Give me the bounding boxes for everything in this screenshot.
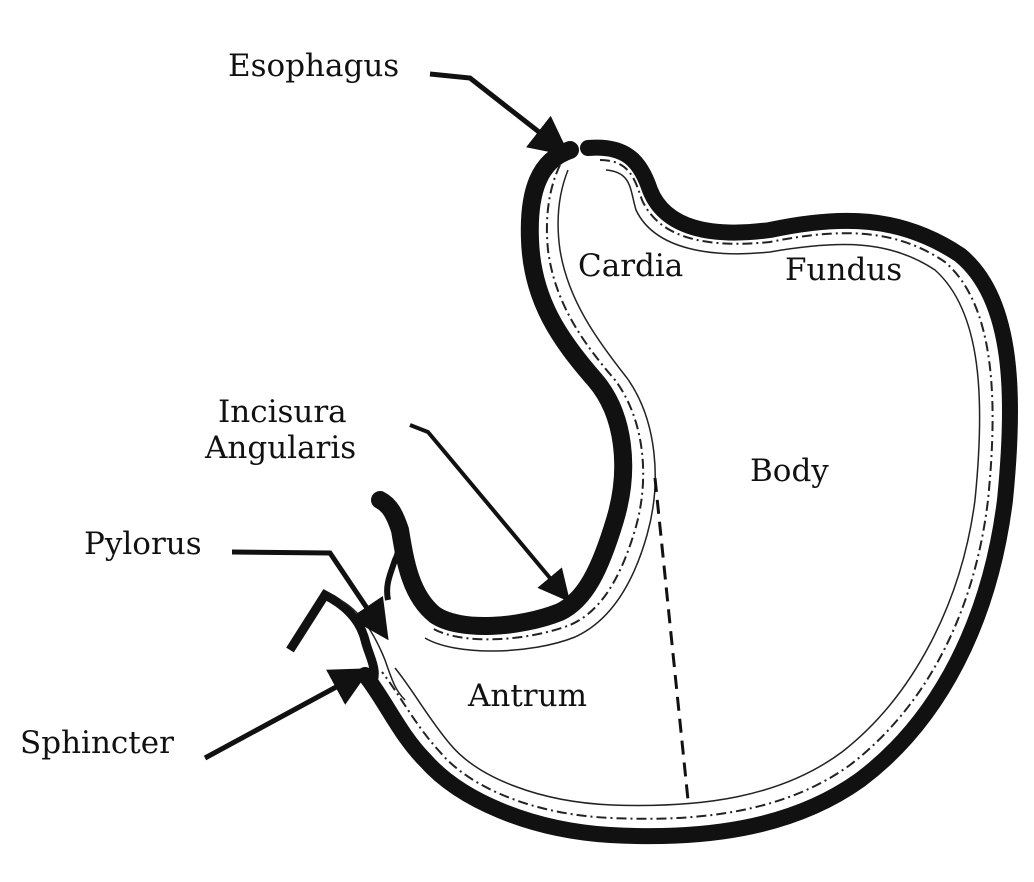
- label-body: Body: [750, 453, 829, 489]
- pylorus-wall: [377, 498, 402, 601]
- label-cardia: Cardia: [578, 248, 684, 284]
- incisura-arrow: [409, 423, 571, 603]
- body-antrum-boundary: [653, 477, 690, 801]
- esophagus-arrow: [429, 71, 570, 157]
- label-angularis: Angularis: [205, 430, 357, 466]
- label-fundus: Fundus: [785, 252, 903, 288]
- label-antrum: Antrum: [468, 678, 587, 714]
- label-esophagus: Esophagus: [228, 48, 400, 84]
- lesser-curvature-wall: [371, 141, 633, 635]
- sphincter-arrow: [203, 668, 371, 761]
- label-pylorus: Pylorus: [84, 526, 202, 562]
- label-sphincter: Sphincter: [20, 725, 174, 761]
- greater-curvature-wall: [357, 139, 1019, 845]
- label-incisura: Incisura: [218, 394, 347, 430]
- pylorus-arrow: [231, 549, 389, 641]
